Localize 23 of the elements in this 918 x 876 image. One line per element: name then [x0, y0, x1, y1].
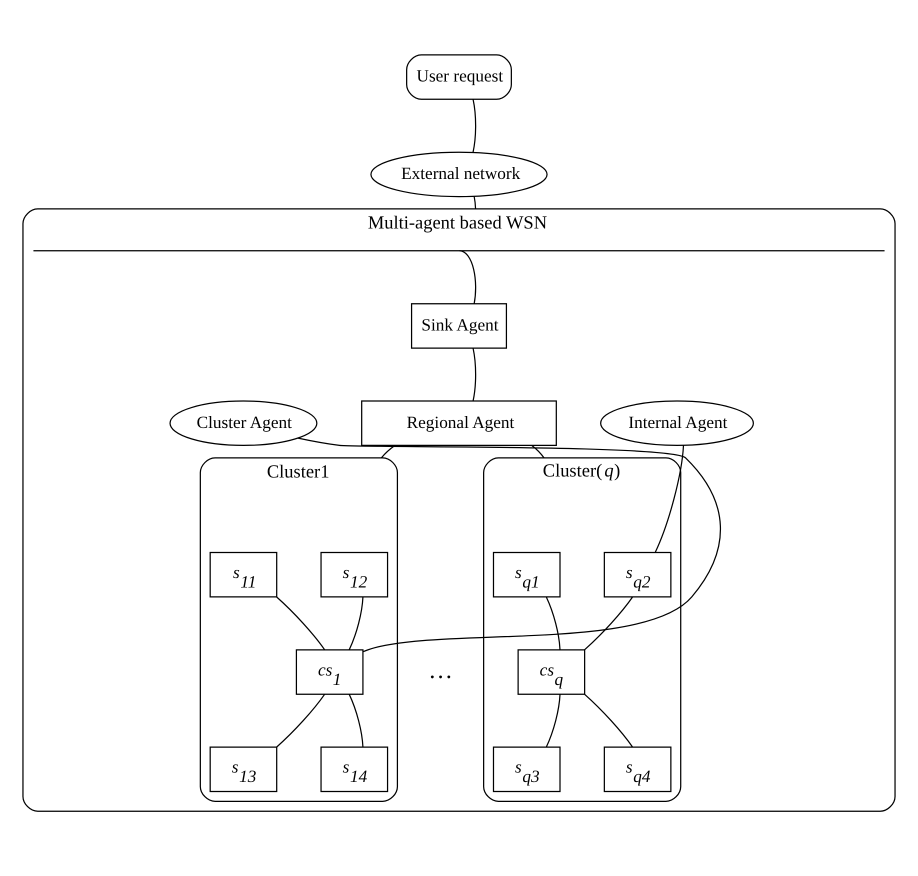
- node-box: Regional Agent: [361, 400, 557, 446]
- node-box: User request: [406, 54, 512, 100]
- connector: [546, 596, 561, 650]
- label: …: [428, 657, 453, 684]
- connector: [654, 445, 684, 552]
- node-box: Sink Agent: [410, 303, 508, 349]
- connector: [459, 250, 476, 304]
- node-ellipse: Cluster Agent: [169, 400, 318, 446]
- connector: [380, 444, 396, 458]
- connector: [532, 445, 544, 458]
- connector: [276, 596, 326, 650]
- connector: [472, 99, 476, 153]
- connector: [276, 694, 326, 748]
- connector: [584, 596, 634, 650]
- connector: [348, 694, 364, 748]
- connector: [584, 694, 634, 748]
- connector: [546, 694, 561, 748]
- node-ellipse: Internal Agent: [600, 400, 754, 446]
- connector: [348, 596, 364, 650]
- connector: [298, 438, 721, 652]
- connector: [472, 348, 476, 402]
- connector: [474, 196, 476, 209]
- node-ellipse: External network: [370, 152, 548, 198]
